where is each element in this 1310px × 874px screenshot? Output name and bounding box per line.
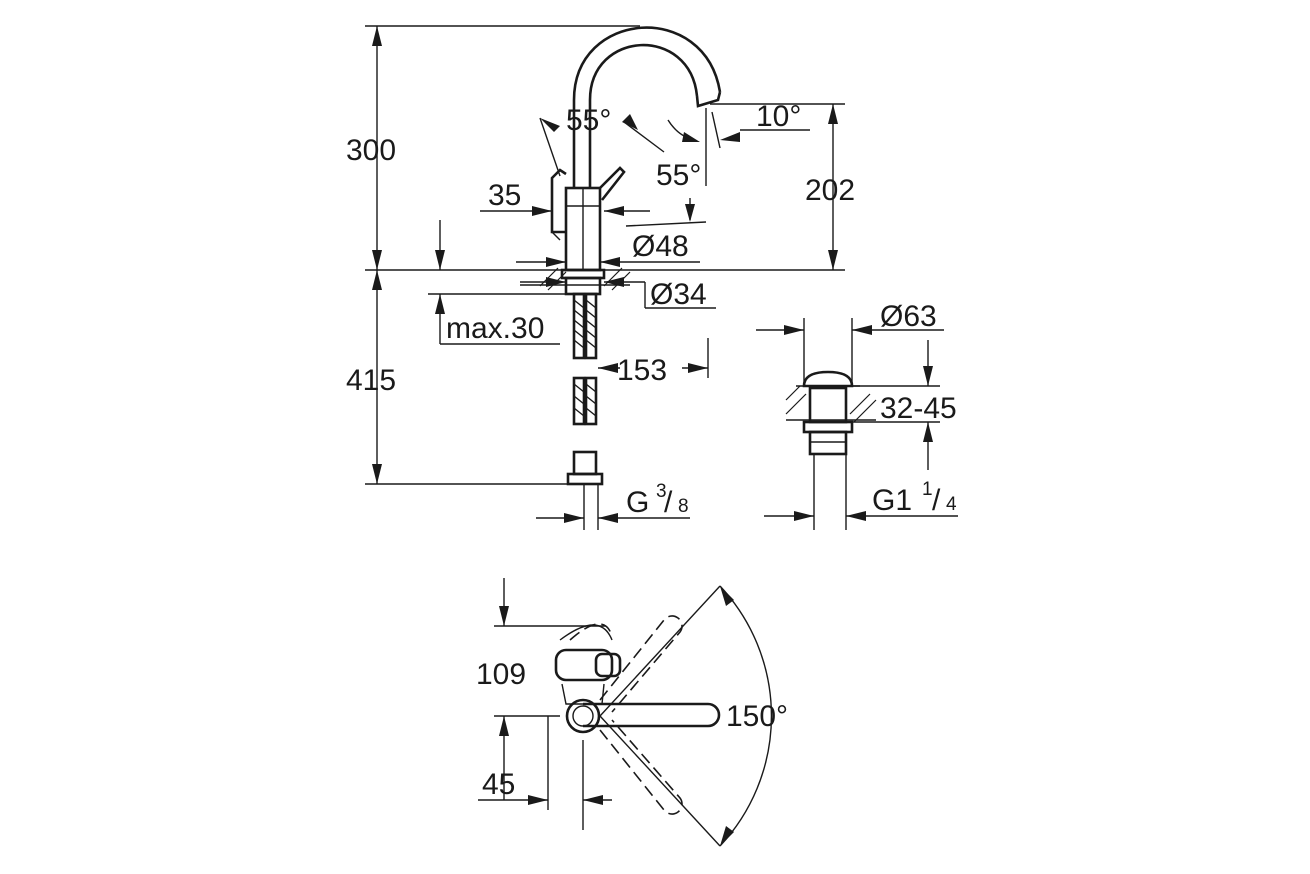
dim-max-30: max.30 [428,220,566,345]
label-g1: G1 [872,484,912,517]
label-153: 153 [617,354,667,387]
dim-32-45: 32-45 [852,340,957,470]
label-g1-den: 4 [946,494,957,515]
label-35: 35 [488,179,521,212]
label-g-num: 3 [656,481,667,502]
dim-109: 109 [476,578,606,800]
thread-g114: G1 1 / 4 [764,479,958,521]
label-g: G [626,486,649,519]
label-202: 202 [805,174,855,207]
label-109: 109 [476,658,526,691]
dim-35: 35 [480,179,650,216]
label-dia-34: Ø34 [650,278,707,311]
dim-415: 415 [346,270,600,485]
label-g1-num: 1 [922,479,933,500]
dim-dia-34: Ø34 [520,277,716,311]
label-45: 45 [482,768,515,801]
label-g1-slash: / [932,484,941,517]
angle-55-right: 55° [656,119,701,192]
label-55-right: 55° [656,159,701,192]
dim-300: 300 [346,25,640,270]
faucet-plan-view: 150° [554,585,788,847]
dim-153: 153 [598,338,709,387]
angle-55-left: 55° [539,104,665,177]
dim-dia-63: Ø63 [756,300,944,386]
label-dia-48: Ø48 [632,230,689,263]
waste-valve [785,370,877,530]
dim-45: 45 [478,716,612,810]
label-g-slash: / [664,486,673,519]
label-150: 150° [726,700,788,733]
label-dia-63: Ø63 [880,300,937,333]
faucet-side-view [365,26,845,530]
dim-dia-48: Ø48 [516,198,707,267]
label-300: 300 [346,134,396,167]
label-415: 415 [346,364,396,397]
thread-g38: G 3 / 8 [536,481,690,523]
angle-10: 10° [705,100,810,186]
label-g-den: 8 [678,496,689,517]
label-10: 10° [756,100,801,133]
dim-202: 202 [710,103,855,270]
label-55-left: 55° [566,104,611,137]
label-32-45: 32-45 [880,392,957,425]
label-max-30: max.30 [446,312,544,345]
